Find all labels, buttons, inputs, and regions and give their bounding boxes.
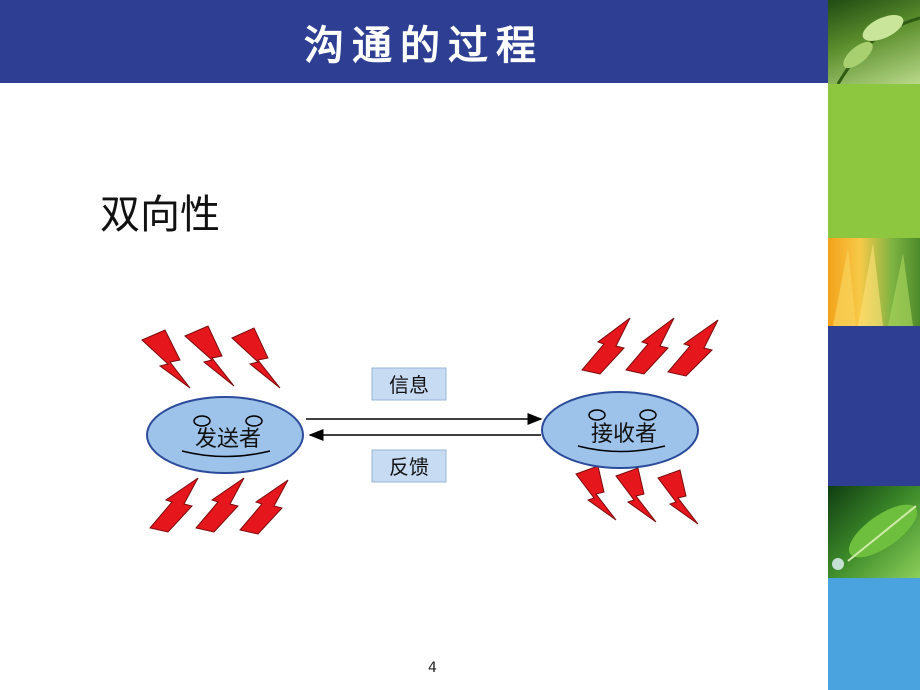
sender-node: 发送者 bbox=[147, 397, 303, 473]
communication-diagram: 发送者 接收者 信息 反馈 bbox=[0, 0, 828, 690]
lightning-icon bbox=[142, 330, 190, 388]
eye-icon bbox=[246, 416, 262, 426]
page-number: 4 bbox=[428, 660, 437, 676]
lightning-icon bbox=[576, 466, 616, 520]
sender-label: 发送者 bbox=[195, 427, 261, 452]
message-label: 信息 bbox=[389, 373, 429, 397]
eye-icon bbox=[640, 410, 656, 420]
leaf-drop-art bbox=[828, 486, 920, 578]
lightning-icon bbox=[616, 468, 656, 522]
lightning-icon bbox=[196, 478, 244, 532]
leaf-photo-art bbox=[828, 0, 920, 84]
lightning-icon bbox=[232, 328, 280, 388]
lightning-icon bbox=[658, 470, 698, 524]
lightning-icon bbox=[668, 320, 718, 376]
lightning-icon bbox=[240, 480, 288, 534]
green-block bbox=[828, 84, 920, 238]
receiver-label: 接收者 bbox=[591, 422, 657, 447]
flower-photo bbox=[828, 238, 920, 326]
flower-photo-art bbox=[828, 238, 920, 326]
eye-icon bbox=[589, 410, 605, 420]
decorative-side-strip bbox=[828, 0, 920, 690]
light-blue-block bbox=[828, 578, 920, 690]
leaf-photo bbox=[828, 0, 920, 84]
lightning-icon bbox=[582, 318, 630, 374]
lightning-icon bbox=[150, 478, 198, 532]
eye-icon bbox=[194, 416, 210, 426]
leaf-drop-photo bbox=[828, 486, 920, 578]
lightning-icon bbox=[626, 318, 674, 374]
feedback-label: 反馈 bbox=[389, 455, 429, 479]
receiver-node: 接收者 bbox=[542, 392, 698, 468]
lightning-icon bbox=[185, 326, 234, 386]
blue-block bbox=[828, 326, 920, 486]
